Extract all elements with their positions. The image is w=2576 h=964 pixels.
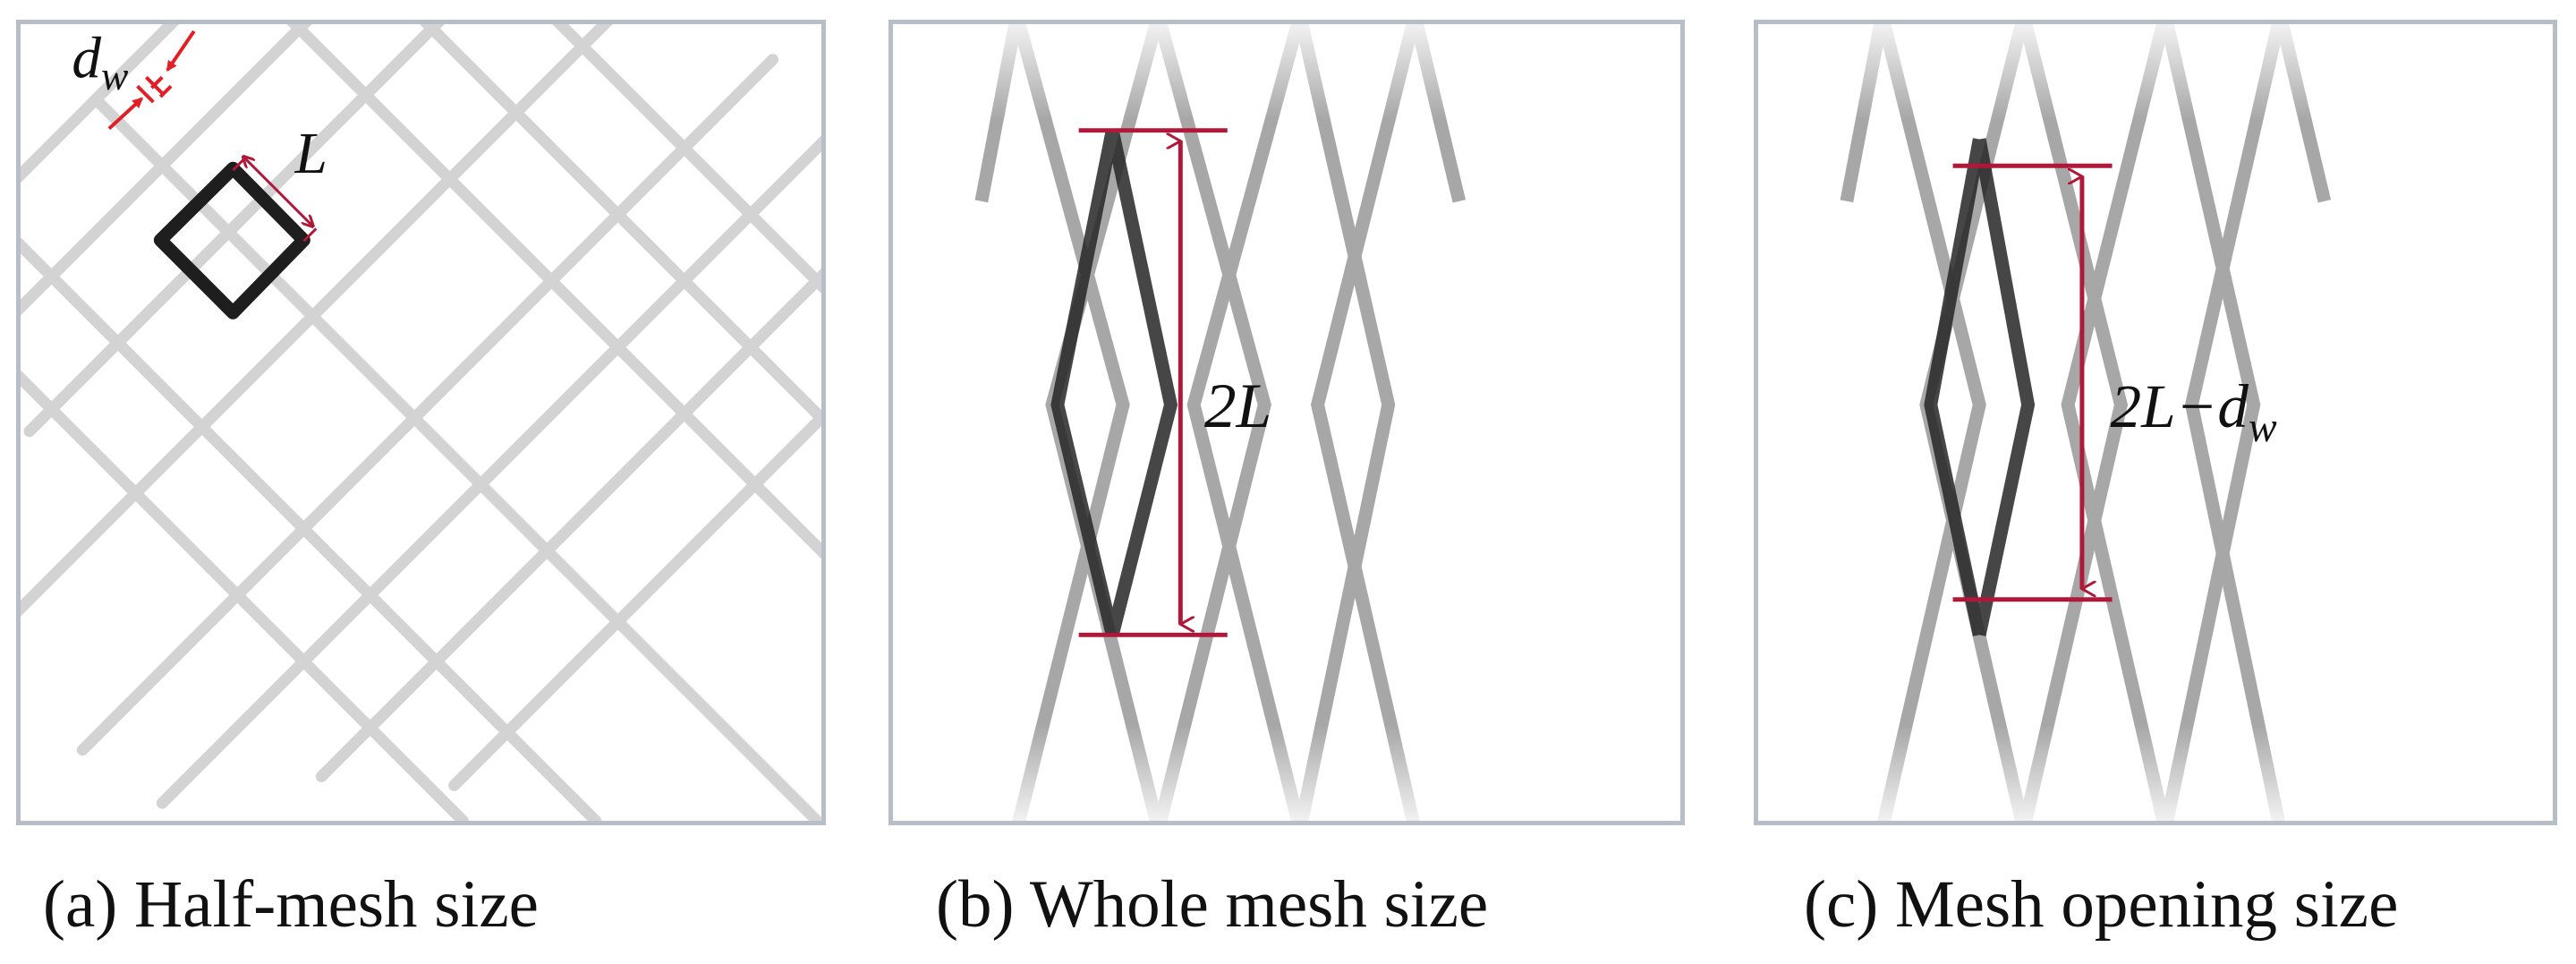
panel-mesh-opening: 2L−dw: [1754, 20, 2557, 825]
whole-mesh-length-marker: [1078, 128, 1228, 637]
mesh-opening-diagram: 2L−dw: [1758, 24, 2553, 821]
half-mesh-length-marker: [232, 157, 318, 243]
caption-whole-mesh: (b) Whole mesh size: [936, 867, 1489, 942]
wire-diameter-marker: [107, 30, 196, 131]
fade-overlay: [1758, 24, 2553, 821]
caption-mesh-opening: (c) Mesh opening size: [1804, 867, 2399, 942]
panel-half-mesh: dw L: [16, 20, 826, 825]
mesh-opening-length-label: 2L−dw: [2111, 371, 2277, 451]
half-mesh-diagram: dw L: [21, 24, 821, 821]
caption-half-mesh: (a) Half-mesh size: [43, 867, 539, 942]
mesh-grid-light: [21, 24, 821, 821]
fade-overlay: [893, 24, 1680, 821]
whole-mesh-length-label: 2L: [1204, 371, 1271, 441]
half-mesh-length-label: L: [294, 122, 327, 186]
whole-mesh-diagram: 2L: [893, 24, 1680, 821]
mesh-opening-length-marker: [1952, 163, 2113, 602]
wire-diameter-label: dw: [72, 26, 128, 98]
panel-whole-mesh: 2L: [888, 20, 1685, 825]
